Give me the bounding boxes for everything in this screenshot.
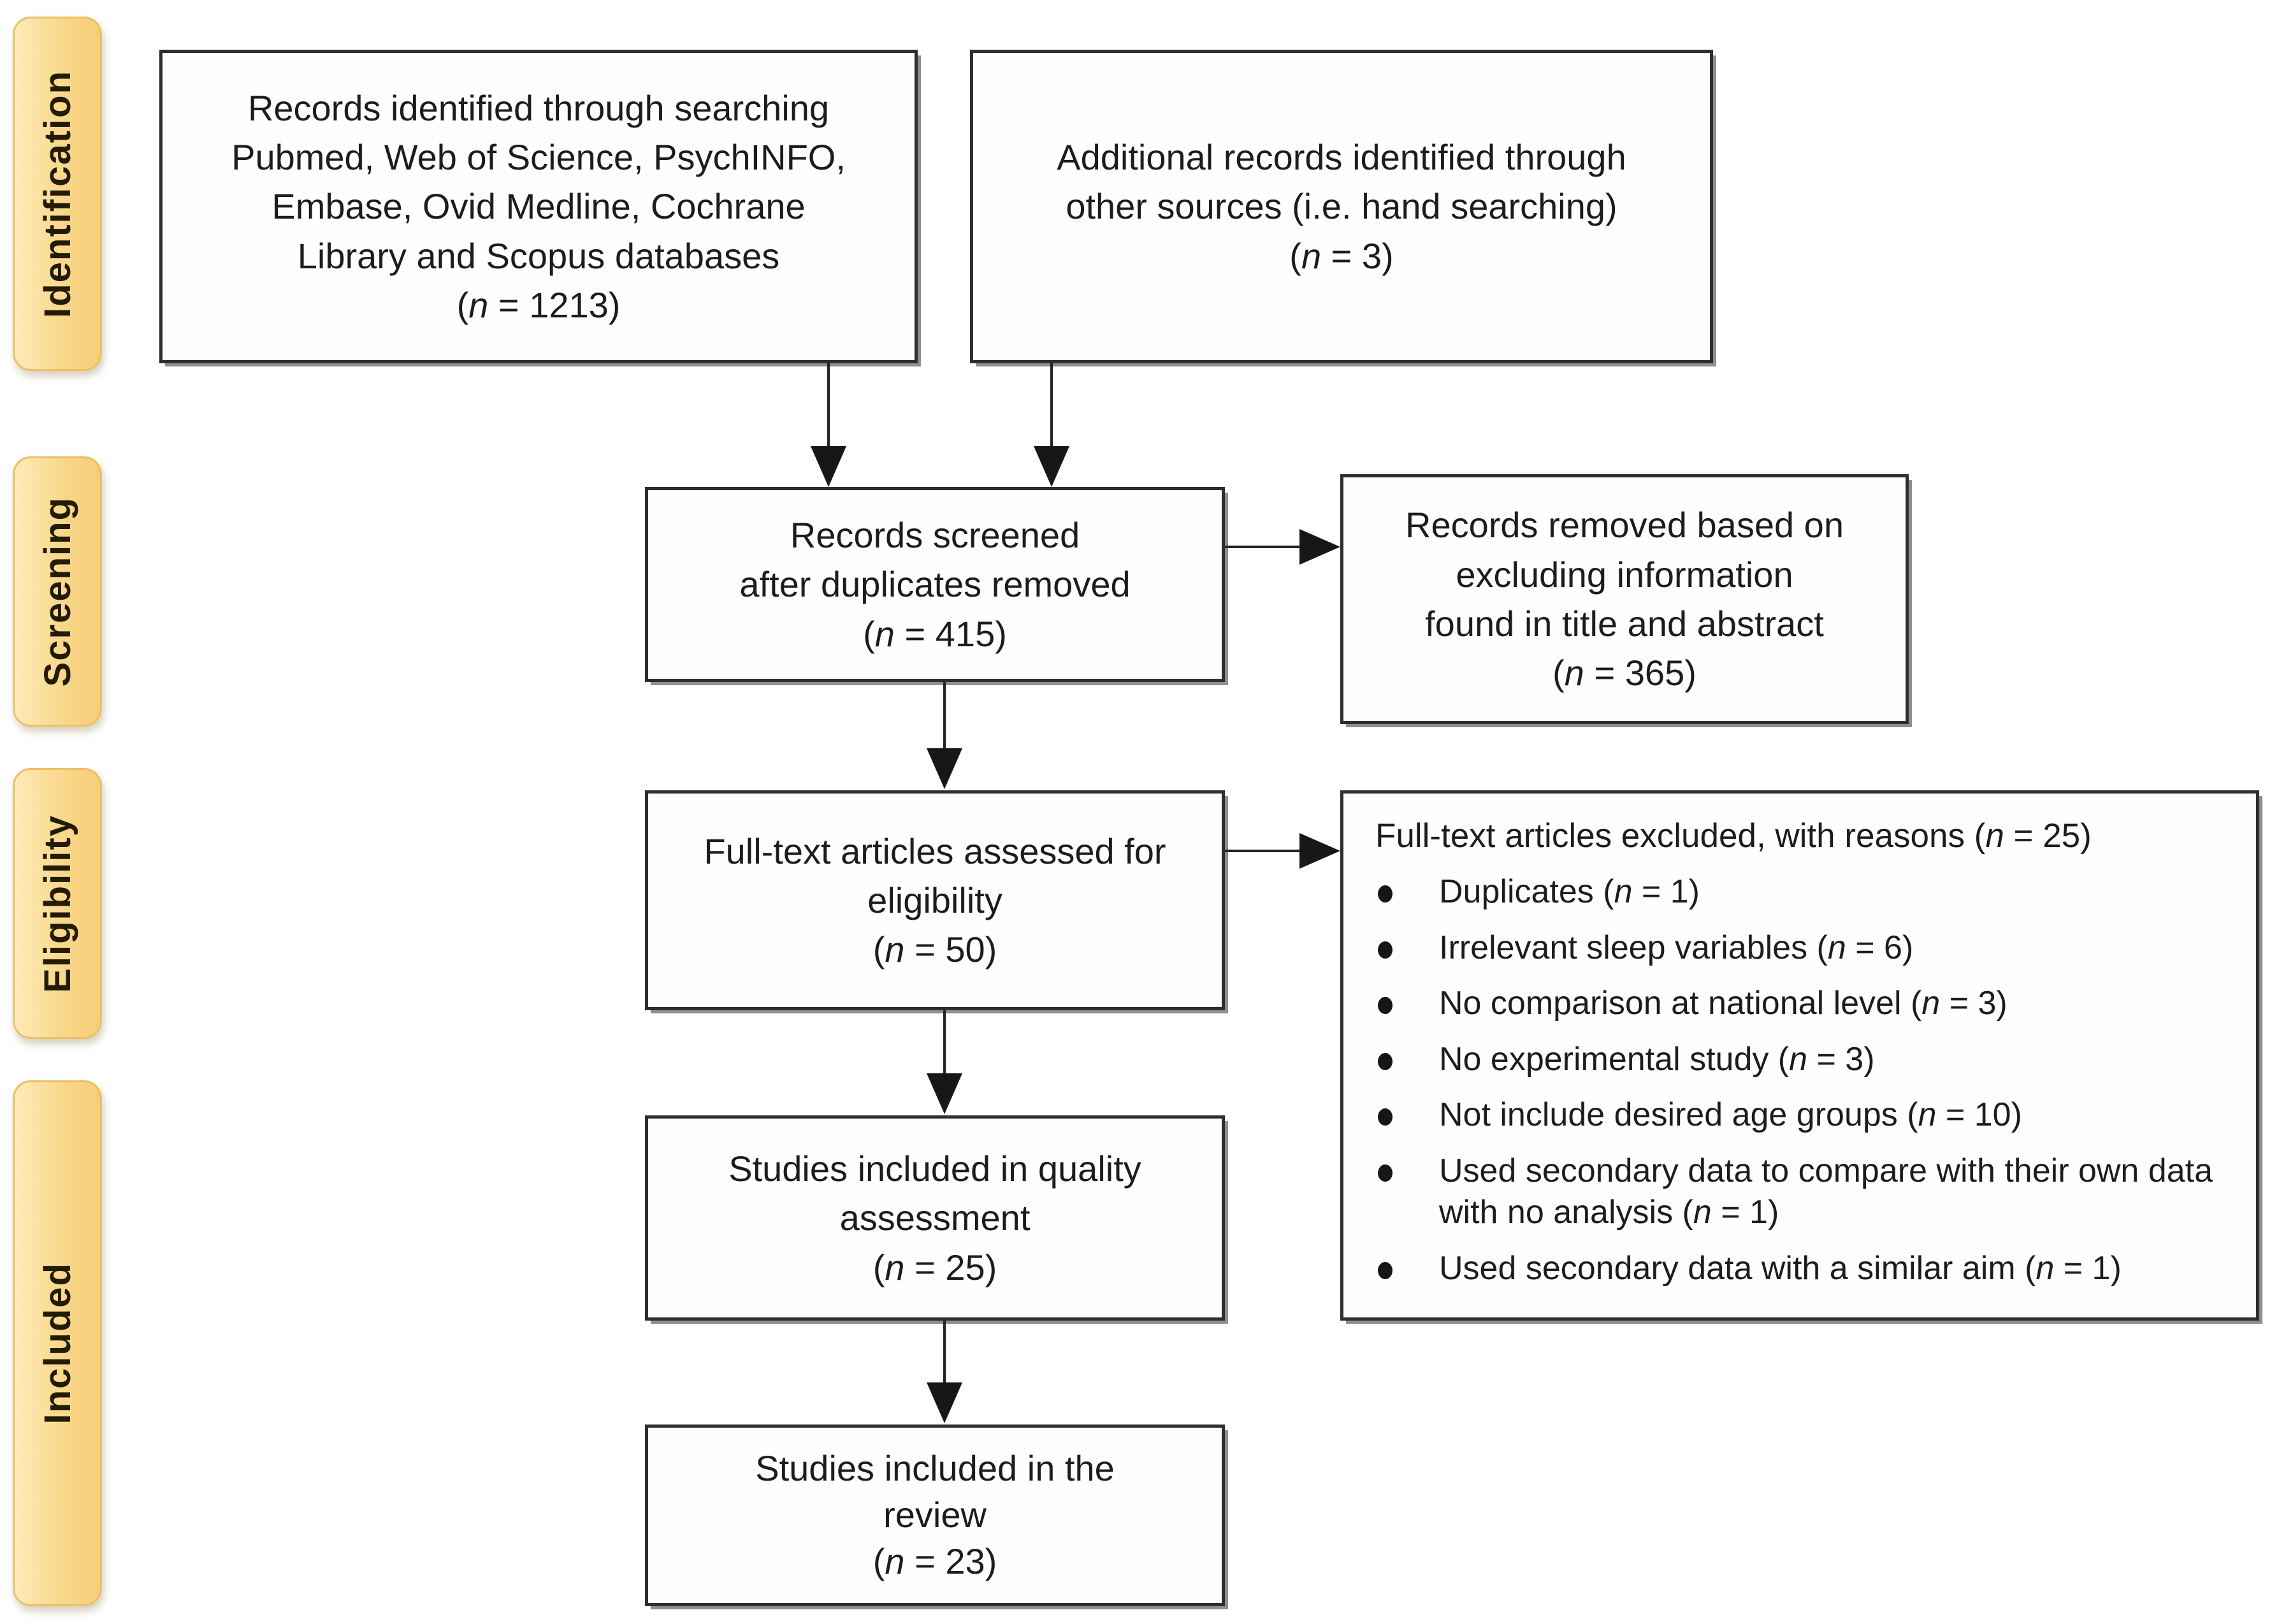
box-text-line: Library and Scopus databases <box>297 235 780 276</box>
phase-tab-identification: Identification <box>13 17 102 371</box>
box-text-line: Records removed based on <box>1405 505 1844 546</box>
flow-box-included-review: Studies included in the review (n = 23) <box>645 1425 1225 1606</box>
arrowhead-down-icon <box>927 1073 962 1114</box>
arrowhead-down-icon <box>927 1382 962 1423</box>
arrow-line-additional-to-screened <box>1050 363 1053 449</box>
excluded-title: Full-text articles excluded, with reason… <box>1375 817 2092 855</box>
excluded-reason-item: Irrelevant sleep variables (n = 6) <box>1343 927 2234 969</box>
excluded-reason-item: No comparison at national level (n = 3) <box>1343 983 2234 1025</box>
arrowhead-down-icon <box>811 446 846 487</box>
excluded-reason-item: Duplicates (n = 1) <box>1343 871 2234 913</box>
flow-box-fulltext-assessed: Full-text articles assessed for eligibil… <box>645 790 1225 1010</box>
box-text-line: other sources (i.e. hand searching) <box>1066 186 1617 227</box>
box-count-line: (n = 1213) <box>456 284 621 325</box>
arrow-line-identified-to-screened <box>827 363 830 449</box>
phase-label-eligibility: Eligibility <box>36 814 78 993</box>
box-text-line: Full-text articles assessed for <box>704 830 1166 871</box>
box-text-line: Studies included in quality <box>728 1149 1141 1189</box>
flow-box-fulltext-excluded: Full-text articles excluded, with reason… <box>1340 790 2259 1321</box>
box-text-line: Records identified through searching <box>247 87 830 128</box>
box-count-line: (n = 365) <box>1552 653 1697 693</box>
arrowhead-down-icon <box>927 748 962 789</box>
flow-box-records-removed: Records removed based on excluding infor… <box>1340 474 1909 724</box>
excluded-reason-item: Used secondary data to compare with thei… <box>1343 1150 2234 1234</box>
box-text-line: found in title and abstract <box>1425 604 1824 644</box>
excluded-reason-item: Used secondary data with a similar aim (… <box>1343 1248 2234 1290</box>
flow-box-records-screened: Records screened after duplicates remove… <box>645 487 1225 682</box>
box-text-line: excluding information <box>1456 554 1793 595</box>
arrowhead-down-icon <box>1034 446 1069 487</box>
box-text-line: Records screened <box>790 515 1080 556</box>
flow-box-additional-records: Additional records identified through ot… <box>970 50 1713 363</box>
box-count-line: (n = 415) <box>863 613 1007 654</box>
box-count-line: (n = 23) <box>872 1541 997 1581</box>
phase-tab-eligibility: Eligibility <box>13 768 102 1039</box>
phase-label-screening: Screening <box>36 496 78 687</box>
box-text-line: Pubmed, Web of Science, PsychINFO, <box>231 137 846 178</box>
box-count-line: (n = 25) <box>872 1247 997 1287</box>
arrow-line-fulltext-to-quality <box>943 1010 946 1075</box>
arrow-line-screened-to-fulltext <box>943 682 946 750</box>
box-text-line: eligibility <box>867 880 1002 920</box>
phase-label-identification: Identification <box>36 69 78 318</box>
arrow-line-screened-to-removed <box>1225 546 1301 548</box>
flow-box-records-identified: Records identified through searching Pub… <box>159 50 918 363</box>
phase-tab-included: Included <box>13 1080 102 1606</box>
excluded-reason-item: No experimental study (n = 3) <box>1343 1039 2234 1081</box>
box-text-line: Embase, Ovid Medline, Cochrane <box>271 186 806 227</box>
box-text-line: after duplicates removed <box>739 564 1131 605</box>
phase-label-included: Included <box>36 1262 78 1425</box>
arrowhead-right-icon <box>1299 833 1340 869</box>
excluded-reason-item: Not include desired age groups (n = 10) <box>1343 1094 2234 1136</box>
excluded-reasons-list: Duplicates (n = 1) Irrelevant sleep vari… <box>1343 871 2234 1289</box>
box-text-line: Additional records identified through <box>1057 137 1626 178</box>
arrow-line-quality-to-review <box>943 1321 946 1384</box>
box-text-line: review <box>883 1495 987 1535</box>
flow-box-quality-assessment: Studies included in quality assessment (… <box>645 1115 1225 1321</box>
box-count-line: (n = 50) <box>872 929 997 970</box>
box-text-line: Studies included in the <box>755 1448 1115 1489</box>
arrow-line-fulltext-to-excluded <box>1225 850 1301 852</box>
phase-tab-screening: Screening <box>13 456 102 727</box>
box-count-line: (n = 3) <box>1289 235 1394 276</box>
box-text-line: assessment <box>839 1198 1031 1238</box>
arrowhead-right-icon <box>1299 529 1340 565</box>
